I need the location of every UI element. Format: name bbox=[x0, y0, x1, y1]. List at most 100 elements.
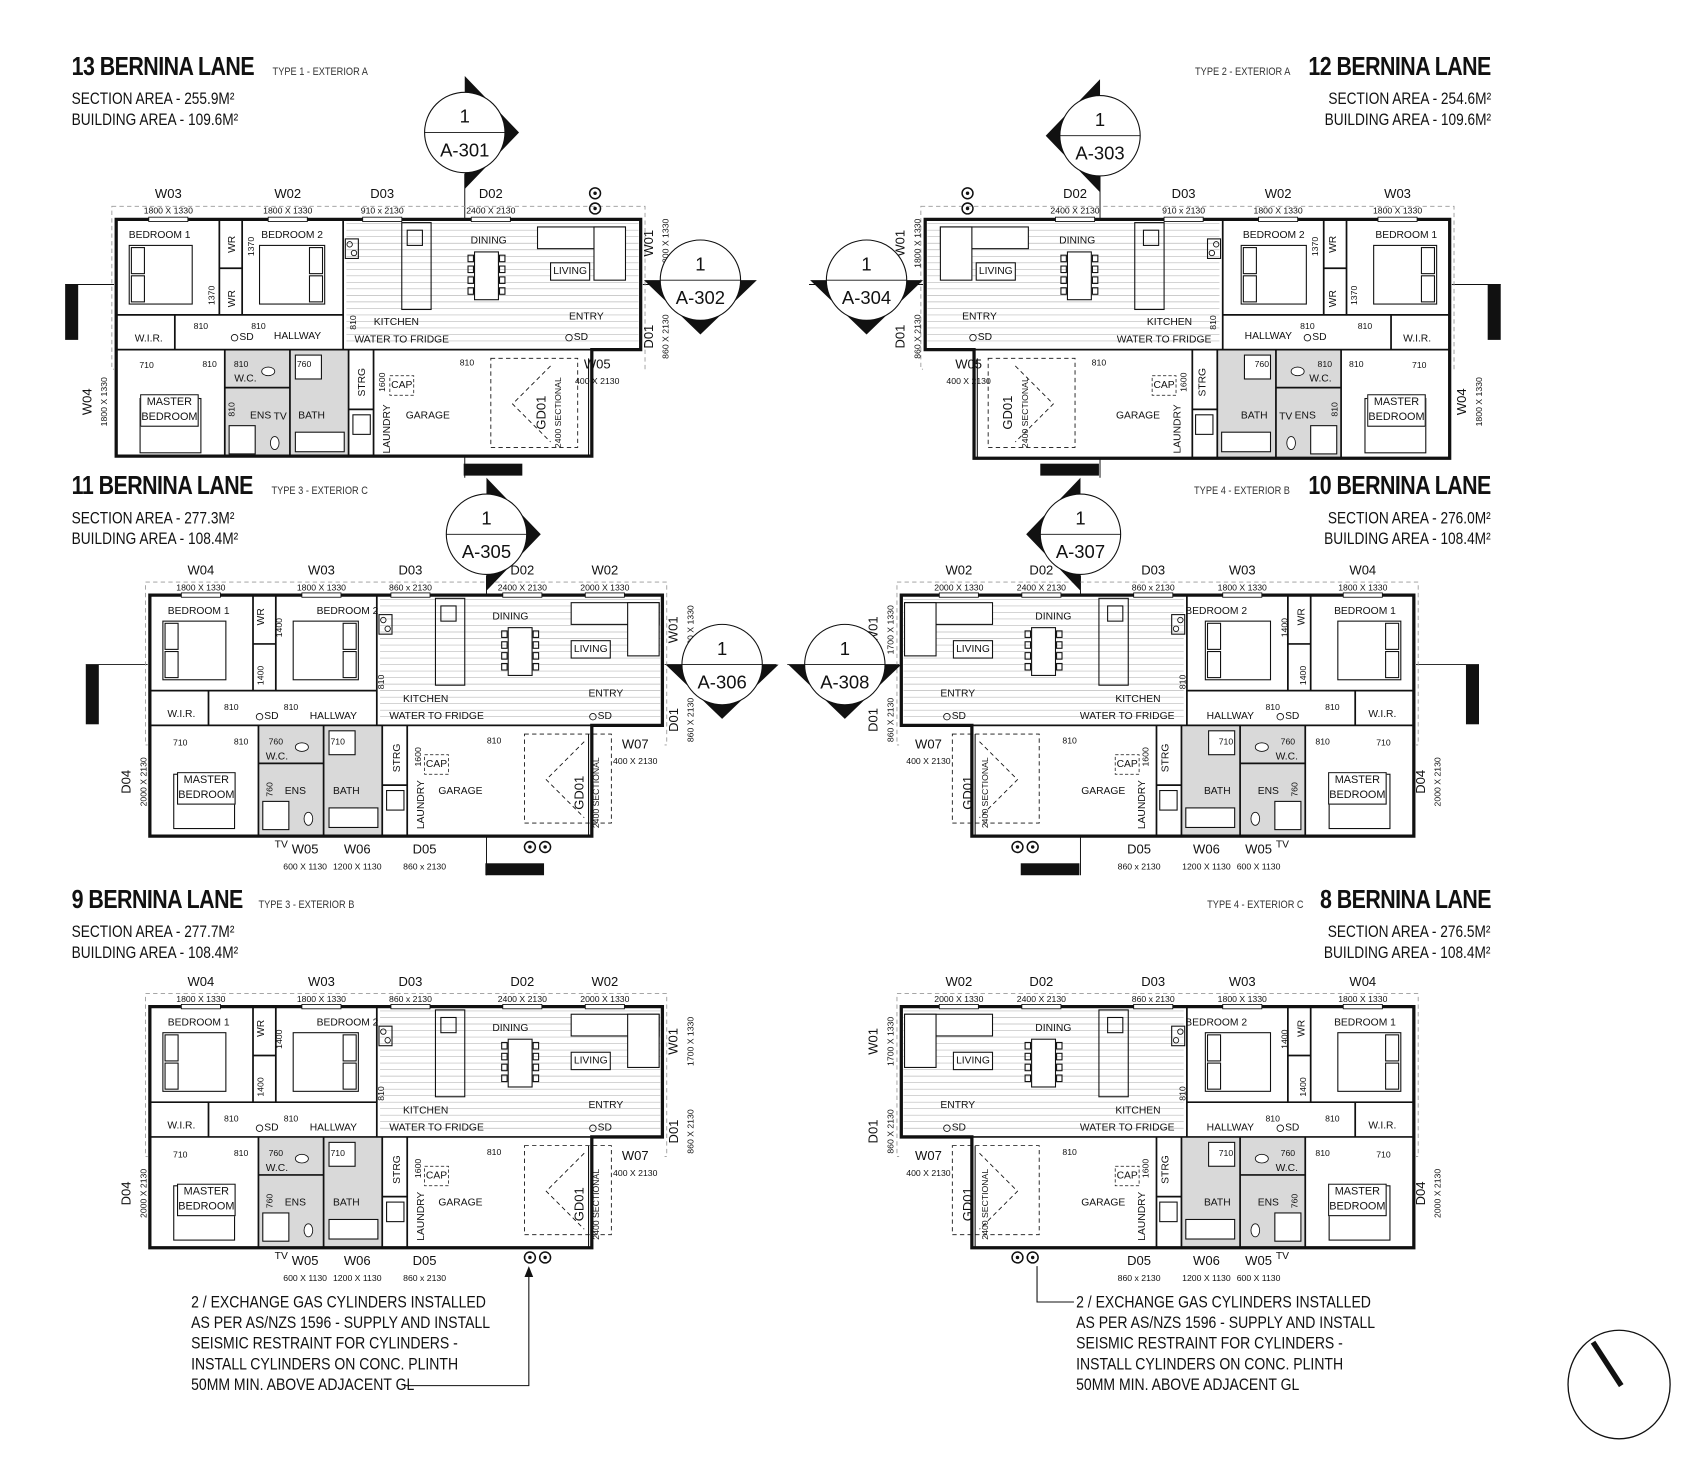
toilet bbox=[294, 1153, 309, 1164]
section-marker[interactable]: 1A-307 bbox=[1026, 477, 1122, 591]
chair bbox=[1091, 287, 1099, 295]
unit-type: TYPE 3 - EXTERIOR B bbox=[258, 899, 355, 912]
sofa bbox=[904, 602, 937, 657]
door-dimension: 810 bbox=[1062, 736, 1077, 746]
room-label: WR bbox=[227, 236, 238, 253]
master-bedroom-label-box: MASTER BEDROOM bbox=[140, 394, 199, 427]
section-marker[interactable]: 1A-304 bbox=[810, 239, 924, 335]
dining-table bbox=[1031, 1038, 1057, 1088]
door-dimension: 710 bbox=[139, 360, 154, 370]
room-label: TV bbox=[1276, 1251, 1289, 1262]
door-dimension: 1400 bbox=[274, 1029, 284, 1048]
window-frame bbox=[301, 1004, 342, 1010]
burner bbox=[1172, 1037, 1180, 1044]
window-frame bbox=[1222, 592, 1263, 598]
chair bbox=[1024, 1074, 1032, 1083]
pillow bbox=[308, 275, 324, 303]
door-dimension: 760 bbox=[1289, 782, 1299, 797]
room-label: ENTRY bbox=[589, 688, 624, 699]
chair bbox=[467, 254, 474, 263]
opening-size: 400 X 2130 bbox=[946, 376, 991, 386]
opening-tag: W04 bbox=[1349, 974, 1376, 989]
opening-size: 1800 X 1330 bbox=[1218, 582, 1267, 592]
room-label: GARAGE bbox=[406, 410, 450, 421]
door-dimension: 810 bbox=[1358, 321, 1373, 331]
chair bbox=[1024, 652, 1032, 660]
section-marker[interactable]: 1A-305 bbox=[445, 477, 541, 591]
kitchen-island bbox=[434, 1009, 466, 1098]
door-dimension: 810 bbox=[1265, 702, 1280, 712]
door-dimension: 810 bbox=[1300, 321, 1315, 331]
opening-tag: W01 bbox=[641, 230, 656, 257]
room-label: LIVING bbox=[574, 644, 608, 655]
section-marker[interactable]: 1A-301 bbox=[424, 76, 520, 189]
section-marker[interactable]: 1A-308 bbox=[788, 623, 902, 719]
section-number: 1 bbox=[1095, 109, 1105, 130]
window-frame bbox=[584, 592, 625, 598]
opening-tag: W05 bbox=[292, 842, 319, 857]
cooktop bbox=[1171, 1025, 1186, 1047]
room-label: W.C. bbox=[266, 1163, 288, 1174]
opening-tag: D03 bbox=[399, 563, 423, 578]
section-marker[interactable]: 1A-302 bbox=[643, 239, 757, 335]
section-cut-bar bbox=[85, 664, 99, 725]
shower bbox=[228, 425, 256, 455]
bed bbox=[1337, 620, 1402, 681]
room-label: WR bbox=[256, 1020, 267, 1037]
pillow bbox=[164, 1062, 179, 1090]
door-dimension: 1600 bbox=[1179, 372, 1189, 391]
room-label: DINING bbox=[1059, 236, 1095, 247]
door-dimension: 810 bbox=[224, 1113, 239, 1123]
section-number: 1 bbox=[481, 507, 491, 528]
gas-cylinder-icon bbox=[543, 845, 547, 849]
door-dimension: 710 bbox=[1219, 737, 1234, 747]
burner bbox=[1177, 1028, 1184, 1035]
pillow bbox=[1385, 1034, 1400, 1062]
door-dimension: 760 bbox=[297, 359, 312, 369]
opening-size: 1700 X 1330 bbox=[885, 1017, 895, 1066]
opening-size: 860 X 2130 bbox=[885, 698, 895, 743]
door-dimension: 1600 bbox=[377, 372, 387, 391]
opening-size: 860 X 2130 bbox=[686, 698, 696, 743]
opening-tag: D04 bbox=[118, 770, 133, 794]
bathtub bbox=[328, 1218, 379, 1240]
gas-cylinder-icon bbox=[523, 1251, 537, 1264]
car-outline bbox=[545, 1152, 585, 1230]
room-label: W.I.R. bbox=[167, 1121, 195, 1132]
chair bbox=[532, 1063, 540, 1072]
gas-cylinder-icon bbox=[543, 1255, 547, 1260]
room-label: SD bbox=[1285, 1123, 1299, 1134]
unit-title: 8 BERNINA LANE bbox=[1319, 885, 1492, 915]
gas-cap-box bbox=[1114, 1165, 1140, 1187]
opening-tag: D02 bbox=[1029, 974, 1053, 989]
sink bbox=[1142, 229, 1160, 246]
window-frame bbox=[938, 1004, 979, 1010]
bed bbox=[1204, 620, 1272, 681]
pillow bbox=[1206, 1034, 1222, 1062]
section-marker[interactable]: 1A-306 bbox=[665, 623, 779, 719]
note-line: AS PER AS/NZS 1596 - SUPPLY AND INSTALL bbox=[1076, 1313, 1376, 1333]
laundry-tub bbox=[1159, 1201, 1178, 1223]
cooktop bbox=[344, 238, 359, 259]
room-label: WR bbox=[227, 290, 238, 307]
room-label: CAP bbox=[426, 759, 447, 770]
chair bbox=[1024, 1063, 1032, 1072]
section-marker[interactable]: 1A-303 bbox=[1045, 79, 1141, 193]
plan-background bbox=[923, 219, 1452, 459]
room-label-master-bedroom: MASTER BEDROOM bbox=[1328, 772, 1387, 805]
opening-tag: D01 bbox=[641, 325, 656, 349]
section-cut-bar bbox=[1040, 463, 1099, 476]
room-label: WATER TO FRIDGE bbox=[1080, 1123, 1175, 1134]
door-dimension: 810 bbox=[1318, 359, 1333, 369]
room-label: ENS bbox=[285, 1198, 306, 1209]
chair bbox=[1056, 652, 1063, 660]
room-label: ENS bbox=[1258, 786, 1279, 797]
room-label: TV bbox=[274, 411, 287, 422]
opening-tag: W07 bbox=[622, 1148, 649, 1163]
gas-cylinder-icon bbox=[1026, 1251, 1039, 1264]
pillow bbox=[1242, 275, 1257, 303]
chair bbox=[501, 1041, 508, 1050]
chair bbox=[498, 287, 506, 295]
